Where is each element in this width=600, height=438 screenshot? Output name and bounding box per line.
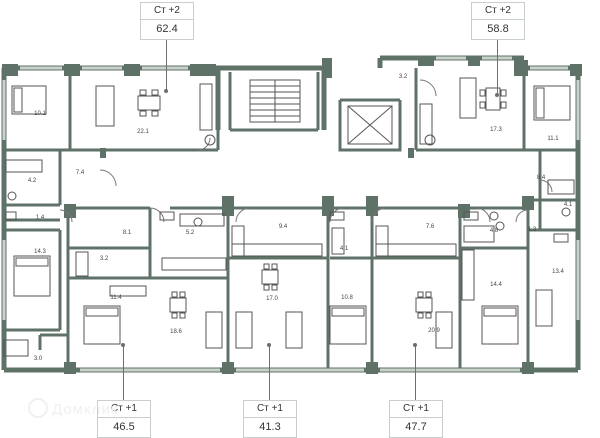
watermark: Домклик	[28, 398, 118, 418]
room-labels: 10.1 22.1 3.2 17.3 11.1 4.2 7.4 8.4 4.1 1.4 8.1 5.2…	[28, 74, 573, 362]
watermark-logo-icon	[28, 398, 48, 418]
leader-dot	[413, 343, 417, 347]
apartment-area: 41.3	[259, 421, 281, 433]
windows	[2, 56, 580, 372]
room-area-label: 3.2	[100, 256, 109, 262]
room-area-label: 3.2	[399, 74, 408, 80]
leader-line	[497, 36, 498, 96]
apartment-label-top-right[interactable]: Ст +2 58.8	[471, 2, 525, 40]
room-area-label: 4.2	[28, 178, 37, 184]
apartment-type: Ст +2	[472, 3, 524, 20]
room-area-label: 10.8	[341, 295, 353, 301]
apartment-type: Ст +2	[141, 3, 193, 20]
apartment-type: Ст +1	[244, 401, 296, 418]
exterior-walls	[1, 55, 581, 373]
apartment-label-top-left[interactable]: Ст +2 62.4	[140, 2, 194, 40]
leader-dot	[267, 343, 271, 347]
apartment-label-bottom-center[interactable]: Ст +1 41.3	[243, 400, 297, 438]
room-area-label: 1.4	[36, 215, 45, 221]
room-area-label: 11.4	[110, 295, 122, 301]
room-area-label: 8.4	[537, 175, 546, 181]
leader-dot	[495, 93, 499, 97]
apartment-type: Ст +1	[98, 401, 150, 418]
leader-line	[166, 36, 167, 92]
room-area-label: 13.4	[552, 269, 564, 275]
room-area-label: 17.0	[266, 296, 278, 302]
room-area-label: 11.1	[547, 136, 559, 142]
staircase	[249, 79, 301, 123]
apartment-label-bottom-right[interactable]: Ст +1 47.7	[389, 400, 443, 438]
room-area-label: 22.1	[137, 129, 149, 135]
apartment-area: 62.4	[156, 23, 178, 35]
room-area-label: 7.4	[76, 170, 85, 176]
apartment-area: 47.7	[405, 421, 427, 433]
apartment-label-bottom-left[interactable]: Ст +1 46.5	[97, 400, 151, 438]
leader-line	[123, 345, 124, 401]
interior-walls	[4, 68, 578, 370]
room-area-label: 7.6	[426, 224, 435, 230]
leader-line	[415, 345, 416, 401]
room-area-label: 8.1	[123, 230, 132, 236]
room-area-label: 4.1	[564, 202, 573, 208]
room-area-label: 1.3	[528, 227, 537, 233]
elevator	[347, 105, 393, 145]
furniture	[3, 77, 575, 357]
apartment-area: 46.5	[113, 421, 135, 433]
room-area-label: 5.2	[186, 230, 195, 236]
room-area-label: 3.0	[34, 356, 43, 362]
room-area-label: 18.6	[170, 329, 182, 335]
room-area-label: 4.8	[490, 228, 499, 234]
room-area-label: 10.1	[34, 111, 46, 117]
room-area-label: 14.4	[490, 282, 502, 288]
room-area-label: 20.9	[428, 328, 440, 334]
watermark-text: Домклик	[52, 401, 119, 418]
leader-dot	[164, 89, 168, 93]
leader-dot	[121, 343, 125, 347]
apartment-type: Ст +1	[390, 401, 442, 418]
room-area-label: 9.4	[279, 224, 288, 230]
room-area-label: 4.1	[340, 246, 349, 252]
apartment-area: 58.8	[487, 23, 509, 35]
room-area-label: 14.3	[34, 249, 46, 255]
room-area-label: 17.3	[490, 127, 502, 133]
leader-line	[269, 345, 270, 401]
